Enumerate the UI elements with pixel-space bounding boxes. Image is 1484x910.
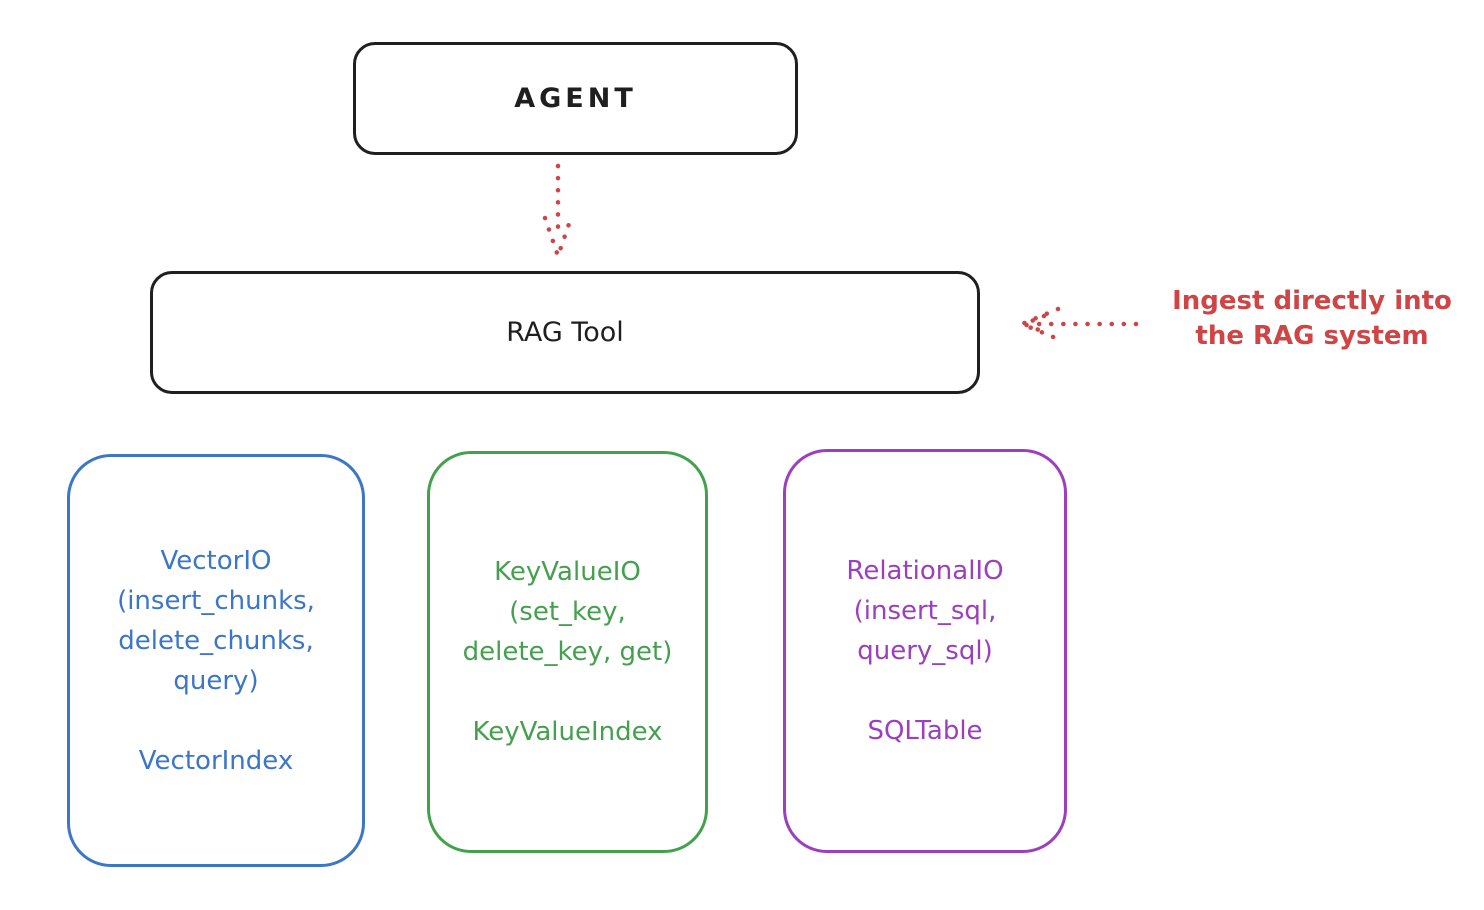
vector-io-index-label: VectorIndex — [138, 745, 294, 776]
relational-io-box: RelationalIO (insert_sql, query_sql) SQL… — [783, 449, 1067, 853]
relational-io-index-label: SQLTable — [867, 716, 983, 746]
rag-tool-label: RAG Tool — [506, 317, 624, 348]
keyvalue-io-index-label: KeyValueIndex — [472, 717, 663, 747]
agent-label: AGENT — [514, 83, 637, 114]
keyvalue-io-box: KeyValueIO (set_key, delete_key, get) Ke… — [427, 451, 708, 853]
keyvalue-io-body: KeyValueIO (set_key, delete_key, get) — [462, 557, 673, 667]
annotation-to-rag-arrow-icon — [1016, 306, 1139, 342]
rag-tool-box: RAG Tool — [150, 271, 980, 394]
vector-io-box: VectorIO (insert_chunks, delete_chunks, … — [67, 454, 365, 867]
vector-io-body: VectorIO (insert_chunks, delete_chunks, … — [117, 545, 315, 696]
agent-to-rag-arrow-icon — [542, 163, 574, 263]
agent-box: AGENT — [353, 42, 798, 155]
relational-io-body: RelationalIO (insert_sql, query_sql) — [846, 556, 1004, 666]
annotation-text: Ingest directly into the RAG system — [1172, 286, 1452, 351]
